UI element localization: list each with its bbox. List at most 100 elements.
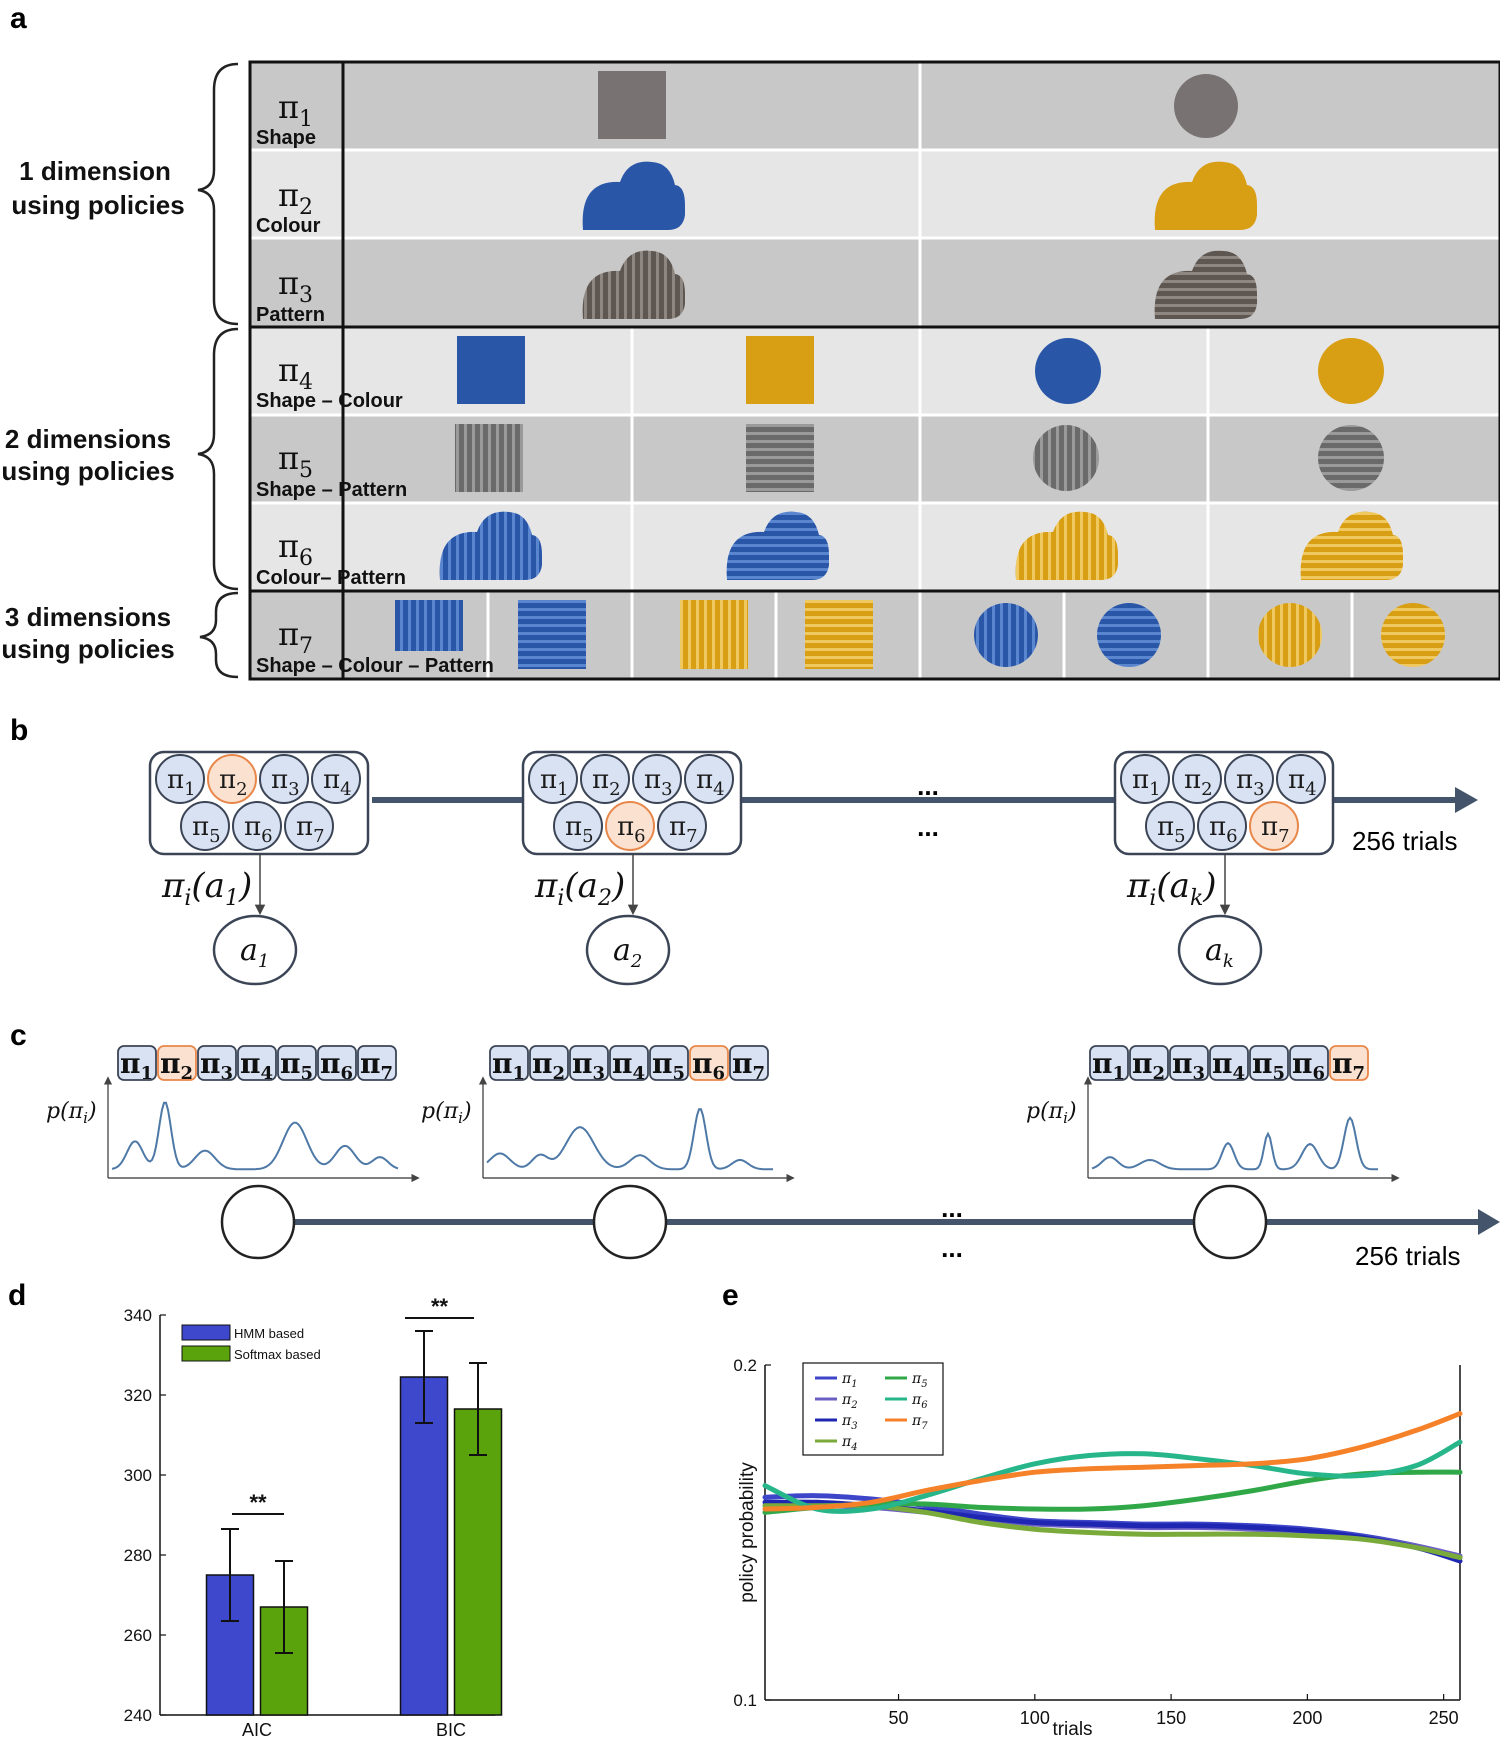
svg-text:π1: π1: [1132, 765, 1161, 800]
svg-text:π6: π6: [617, 812, 646, 847]
group-2-line-1: 2 dimensions: [5, 424, 171, 454]
svg-text:π4: π4: [1212, 1047, 1245, 1084]
yellow-vertical-circle-stimulus: [1258, 603, 1322, 667]
e-series-line-6: [762, 1439, 1463, 1514]
group-2-line-2: using policies: [1, 456, 174, 486]
svg-text:π5: π5: [652, 1047, 685, 1084]
svg-text:π2: π2: [219, 765, 248, 800]
panel-a-braces: [197, 62, 239, 679]
policy-node-2: π2: [1172, 754, 1222, 804]
policy-action-label: πi(ak): [1126, 866, 1217, 911]
policy-node-5: π5: [180, 801, 230, 851]
svg-text:π5: π5: [565, 812, 594, 847]
e-xtick-label: 150: [1156, 1708, 1186, 1728]
e-legend-label: π4: [841, 1434, 858, 1453]
group-1-line-2: using policies: [11, 190, 184, 220]
policy-node-1: π1: [1120, 754, 1170, 804]
d-ytick-label: 240: [124, 1706, 152, 1725]
e-legend-label: π6: [911, 1392, 928, 1411]
svg-text:π3: π3: [572, 1047, 605, 1084]
policy-node-2: π2: [580, 754, 630, 804]
policy-tile-4: π4: [609, 1045, 649, 1084]
brace-2: [197, 327, 239, 591]
d-bar: [399, 1376, 449, 1716]
action-label: a2: [613, 933, 642, 972]
panel-a-stimuli: [395, 71, 1445, 669]
blue-horizontal-cloud-stimulus: [726, 511, 829, 580]
policy-tile-4: π4: [1209, 1045, 1249, 1084]
policy-node-4: π4: [1276, 754, 1326, 804]
policy-tile-5: π5: [1249, 1045, 1289, 1084]
policy-tile-7: π7: [1329, 1045, 1369, 1084]
yellow-vertical-square-stimulus: [680, 600, 748, 669]
e-series-line-4: [762, 1502, 1463, 1561]
group-3-line-2: using policies: [1, 634, 174, 664]
panel-b-arrowhead: [1455, 787, 1478, 813]
action-node: [212, 914, 298, 986]
svg-text:π2: π2: [592, 765, 621, 800]
action-node: [1177, 914, 1263, 986]
row-2-name: Colour: [256, 215, 321, 237]
row-6-symbol: π6: [278, 527, 313, 571]
e-xlabel: trials: [1052, 1719, 1092, 1738]
svg-text:π1: π1: [120, 1047, 153, 1084]
svg-text:π7: π7: [296, 812, 325, 847]
policy-tile-1: π1: [117, 1045, 157, 1084]
row-1-name: Shape: [256, 127, 316, 149]
panel-b-label: b: [10, 714, 28, 747]
e-legend-label: π2: [841, 1392, 858, 1411]
distribution-ylabel: p(πi): [1026, 1099, 1077, 1127]
blue-circle-stimulus: [1035, 338, 1101, 404]
policy-node-6: π6: [232, 801, 282, 851]
blue-horizontal-square-stimulus: [518, 600, 586, 669]
policy-tile-6: π6: [1289, 1045, 1329, 1084]
distribution-curve: [111, 1101, 399, 1171]
row-4-symbol: π4: [278, 351, 313, 395]
svg-text:π3: π3: [271, 765, 300, 800]
blue-square-stimulus: [457, 336, 525, 404]
svg-text:π3: π3: [644, 765, 673, 800]
policy-tile-2: π2: [157, 1045, 197, 1084]
action-node: [585, 914, 671, 986]
panel-b-ellipsis-1: ...: [917, 771, 939, 801]
svg-text:π2: π2: [160, 1047, 193, 1084]
svg-text:π6: π6: [320, 1047, 353, 1084]
panel-c-ellipsis-1: ...: [941, 1193, 963, 1223]
policy-tile-4: π4: [237, 1045, 277, 1084]
policy-tile-7: π7: [729, 1045, 769, 1084]
policy-node-3: π3: [259, 754, 309, 804]
panel-a-row-labels: π1 Shape π2 Colour π3 Pattern π4 Shape –…: [256, 88, 494, 677]
policy-node-3: π3: [632, 754, 682, 804]
d-ytick-label: 260: [124, 1626, 152, 1645]
distribution-curve: [1091, 1116, 1378, 1171]
e-ytick-label: 0.1: [733, 1691, 757, 1710]
svg-text:π4: π4: [612, 1047, 645, 1084]
svg-text:π6: π6: [1209, 812, 1238, 847]
e-xtick-label: 100: [1020, 1708, 1050, 1728]
policy-tile-5: π5: [649, 1045, 689, 1084]
svg-text:π7: π7: [1332, 1047, 1365, 1084]
svg-text:π7: π7: [360, 1047, 393, 1084]
e-series-line-7: [762, 1411, 1463, 1512]
vertical-square-stimulus: [455, 424, 523, 492]
panel-a-group-labels: 1 dimension using policies 2 dimensions …: [1, 156, 184, 664]
row-5-name: Shape – Pattern: [256, 479, 407, 501]
d-legend-label: HMM based: [234, 1326, 304, 1341]
d-ytick-label: 280: [124, 1546, 152, 1565]
group-1-line-1: 1 dimension: [19, 156, 171, 186]
yellow-horizontal-cloud-stimulus: [1300, 511, 1403, 580]
vertical-pattern-cloud-stimulus: [582, 250, 685, 319]
row-3-symbol: π3: [278, 264, 313, 308]
svg-text:π4: π4: [323, 765, 352, 800]
